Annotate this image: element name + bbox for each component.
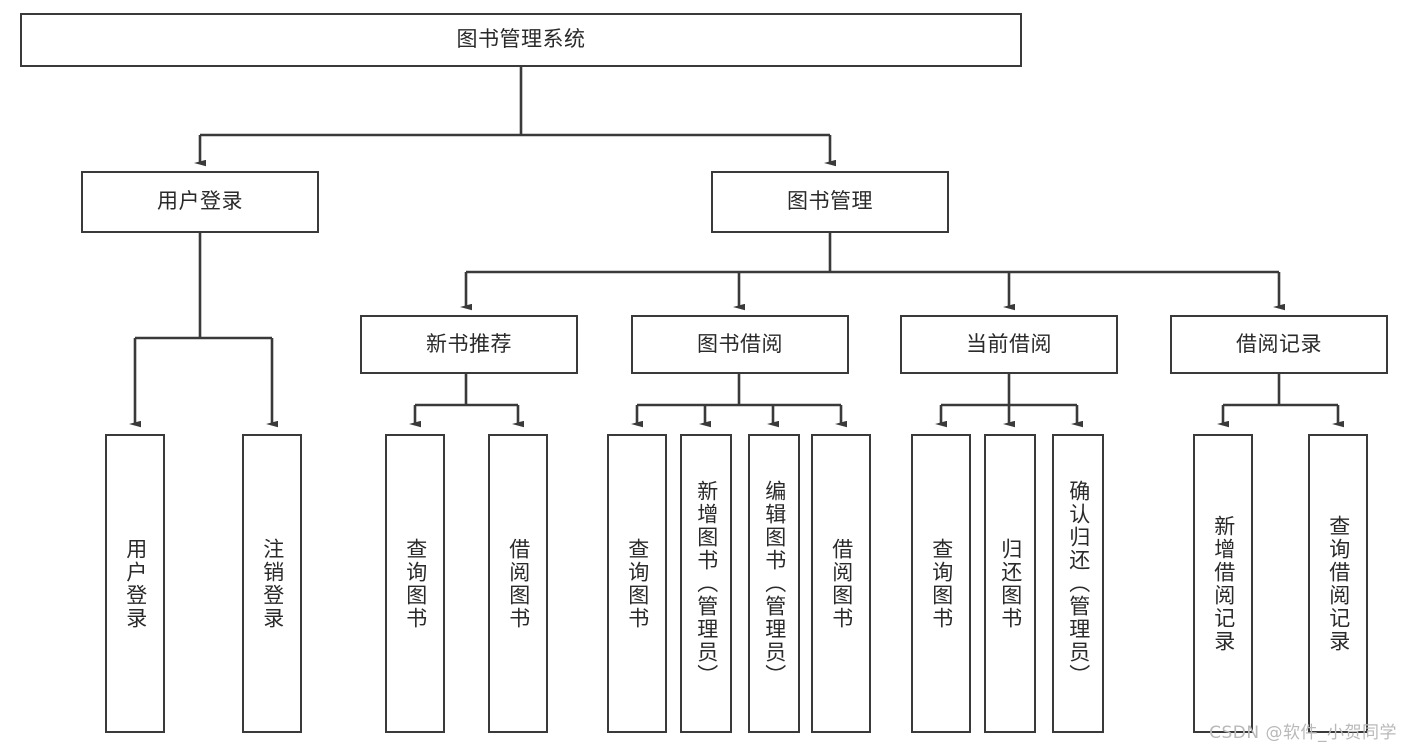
- node-leaf-query-book-3[interactable]: 查询图书: [911, 434, 971, 733]
- node-leaf-query-book-2[interactable]: 查询图书: [607, 434, 667, 733]
- node-leaf-user-login-label: 用户登录: [123, 537, 148, 630]
- node-leaf-add-record-label: 新增借阅记录: [1211, 514, 1236, 653]
- node-leaf-query-book-2-label: 查询图书: [625, 537, 650, 630]
- node-current-borrow-label: 当前借阅: [966, 331, 1052, 356]
- node-leaf-borrow-book-2[interactable]: 借阅图书: [811, 434, 871, 733]
- node-leaf-user-login[interactable]: 用户登录: [105, 434, 165, 733]
- node-leaf-add-book-label: 新增图书（管理员）: [694, 480, 719, 687]
- node-new-book-recommend-label: 新书推荐: [426, 331, 512, 356]
- node-leaf-add-book[interactable]: 新增图书（管理员）: [680, 434, 732, 733]
- node-leaf-user-logout-label: 注销登录: [260, 537, 285, 630]
- node-leaf-return-book-label: 归还图书: [998, 537, 1023, 630]
- node-leaf-query-book-3-label: 查询图书: [929, 537, 954, 630]
- node-leaf-borrow-book-2-label: 借阅图书: [829, 537, 854, 630]
- node-book-management-label: 图书管理: [787, 189, 873, 214]
- node-borrow-record-label: 借阅记录: [1236, 331, 1322, 356]
- node-book-borrow[interactable]: 图书借阅: [631, 315, 849, 374]
- node-leaf-query-book-1-label: 查询图书: [403, 537, 428, 630]
- node-leaf-add-record[interactable]: 新增借阅记录: [1193, 434, 1253, 733]
- node-leaf-edit-book[interactable]: 编辑图书（管理员）: [748, 434, 800, 733]
- node-leaf-confirm-return[interactable]: 确认归还（管理员）: [1052, 434, 1104, 733]
- node-current-borrow[interactable]: 当前借阅: [900, 315, 1118, 374]
- node-user-login-label: 用户登录: [157, 189, 243, 214]
- node-book-borrow-label: 图书借阅: [697, 331, 783, 356]
- node-leaf-borrow-book-1-label: 借阅图书: [506, 537, 531, 630]
- node-borrow-record[interactable]: 借阅记录: [1170, 315, 1388, 374]
- node-leaf-borrow-book-1[interactable]: 借阅图书: [488, 434, 548, 733]
- node-root[interactable]: 图书管理系统: [20, 13, 1022, 67]
- node-leaf-return-book[interactable]: 归还图书: [984, 434, 1036, 733]
- node-leaf-query-book-1[interactable]: 查询图书: [385, 434, 445, 733]
- node-user-login[interactable]: 用户登录: [81, 171, 319, 233]
- node-leaf-confirm-return-label: 确认归还（管理员）: [1066, 480, 1091, 687]
- node-leaf-query-record[interactable]: 查询借阅记录: [1308, 434, 1368, 733]
- node-book-management[interactable]: 图书管理: [711, 171, 949, 233]
- node-leaf-edit-book-label: 编辑图书（管理员）: [762, 480, 787, 687]
- node-root-label: 图书管理系统: [456, 27, 586, 52]
- node-new-book-recommend[interactable]: 新书推荐: [360, 315, 578, 374]
- node-leaf-user-logout[interactable]: 注销登录: [242, 434, 302, 733]
- node-leaf-query-record-label: 查询借阅记录: [1326, 514, 1351, 653]
